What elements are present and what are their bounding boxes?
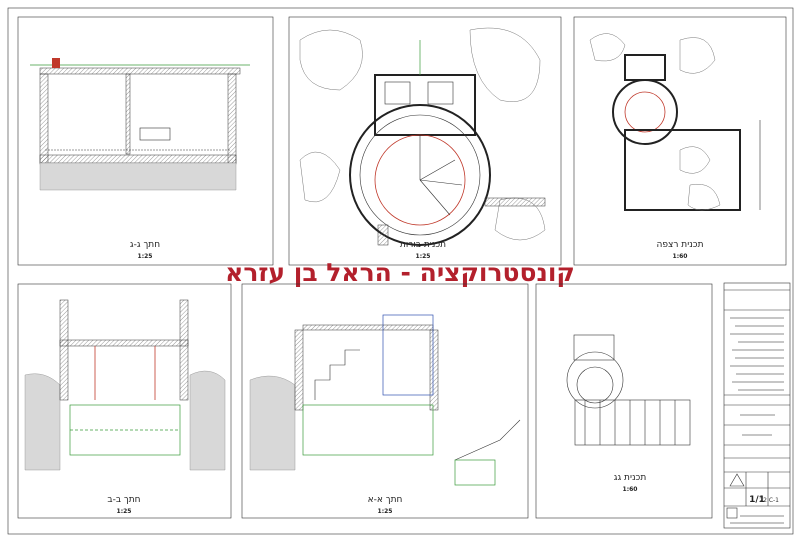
panel-title: תכנית גג	[614, 473, 647, 483]
panel-roof-plan	[535, 283, 713, 519]
panel-scale: 1:60	[673, 253, 688, 260]
drawing-number: 22 C-1	[759, 497, 779, 504]
panel-scale: 1:25	[117, 508, 132, 515]
panel-section-b	[17, 283, 232, 519]
panel-floor-plan	[573, 16, 787, 266]
panel-title: תכנית רצפה	[657, 240, 704, 250]
sheet-number: 1/1	[749, 495, 765, 505]
sheet-banner-title: קונסטרוקציה - הראל בן עזרא	[225, 258, 575, 287]
panel-scale: 1:60	[623, 486, 638, 493]
panel-title: חתך ג-ג	[130, 240, 160, 250]
panel-scale: 1:25	[416, 253, 431, 260]
panel-title: חתך א-א	[368, 495, 403, 505]
title-block	[723, 282, 791, 529]
sheet-border	[7, 7, 794, 535]
panel-pits-plan	[288, 16, 562, 266]
panel-section-c	[17, 16, 274, 266]
panel-title: תכנית בורות	[400, 240, 446, 250]
panel-scale: 1:25	[378, 508, 393, 515]
panel-section-a	[241, 283, 529, 519]
panel-title: חתך ב-ב	[107, 495, 140, 505]
panel-scale: 1:25	[138, 253, 153, 260]
